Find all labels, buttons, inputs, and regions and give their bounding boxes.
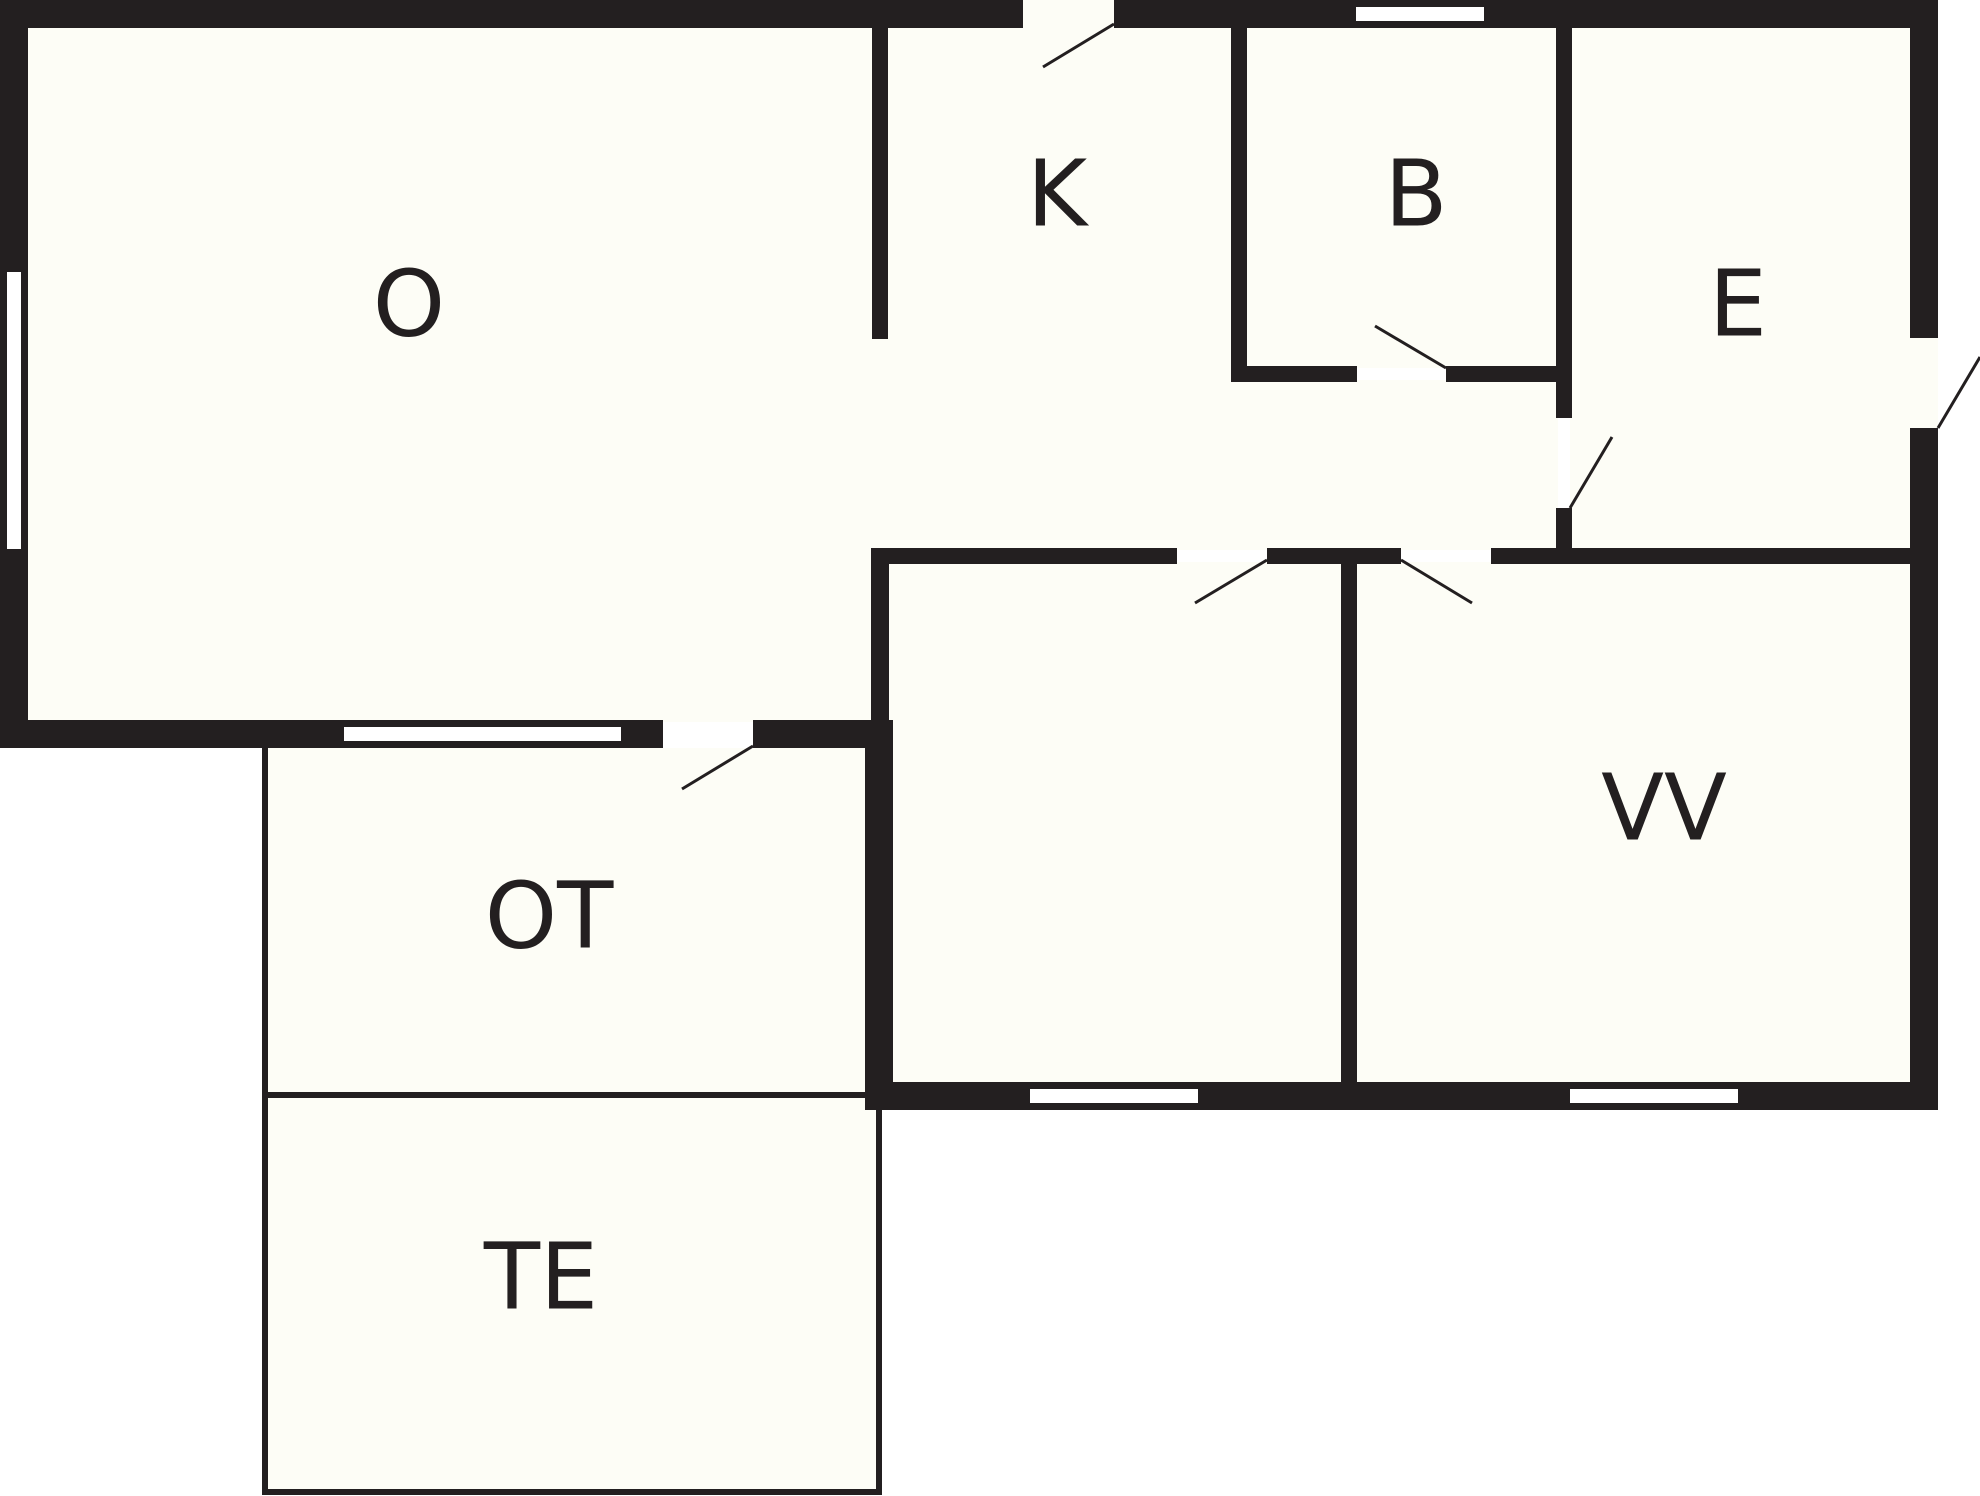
terrace-floor-area bbox=[265, 740, 880, 1495]
top-wall-left bbox=[0, 0, 1023, 28]
door-gap-bedroom1 bbox=[1177, 550, 1267, 562]
bath-bottom-wall-right bbox=[1446, 366, 1564, 382]
bedroom-left-wall bbox=[865, 720, 893, 1110]
room-labels: O K B E VV OT TE bbox=[373, 141, 1767, 1331]
door-gap-terrace bbox=[663, 722, 753, 748]
bath-left-wall bbox=[1231, 14, 1247, 382]
door-leaf-e-outer bbox=[1936, 356, 1980, 429]
room-label-b: B bbox=[1384, 141, 1447, 248]
door-gap-e bbox=[1558, 418, 1570, 508]
right-wall-upper bbox=[1910, 0, 1938, 338]
top-wall-right bbox=[1114, 0, 1938, 28]
door-leaf-entrance bbox=[1042, 22, 1115, 69]
bath-e-wall-lower bbox=[1556, 508, 1572, 564]
door-leaf-e-inner bbox=[1568, 436, 1614, 509]
bath-e-wall-upper bbox=[1556, 14, 1572, 418]
lobby-bedroom-stub bbox=[871, 548, 889, 730]
bedrooms-divider-wall bbox=[1341, 548, 1357, 1088]
bath-bottom-wall-left bbox=[1231, 366, 1357, 382]
window-living-bottom bbox=[344, 727, 621, 741]
bedroom-bottom-wall bbox=[865, 1082, 1938, 1110]
door-leaf-bedroom1 bbox=[1194, 558, 1268, 605]
window-left-wall bbox=[7, 272, 21, 549]
door-openings bbox=[663, 368, 1570, 748]
door-leaf-bedroom2 bbox=[1400, 558, 1473, 605]
windows bbox=[7, 7, 1738, 1103]
door-gap-bedroom2 bbox=[1401, 550, 1491, 562]
room-label-e: E bbox=[1709, 251, 1767, 358]
right-wall-lower bbox=[1910, 428, 1938, 1110]
kitchen-partition bbox=[872, 14, 888, 339]
door-gap-bath bbox=[1357, 368, 1446, 380]
room-label-te: TE bbox=[483, 1224, 598, 1331]
room-label-k: K bbox=[1027, 141, 1090, 248]
window-bedroom2-bottom bbox=[1570, 1089, 1738, 1103]
walls bbox=[0, 0, 1938, 1110]
bedrooms-top-wall-b bbox=[1267, 548, 1401, 564]
window-bath-top bbox=[1356, 7, 1484, 21]
room-label-ot: OT bbox=[485, 863, 614, 970]
room-label-o: O bbox=[373, 251, 445, 358]
bedrooms-top-wall-c bbox=[1491, 548, 1910, 564]
window-bedroom1-bottom bbox=[1030, 1089, 1198, 1103]
bedrooms-top-wall-a bbox=[871, 548, 1177, 564]
door-leaves bbox=[681, 22, 1980, 791]
terrace-walls bbox=[262, 748, 882, 1495]
door-leaf-bath bbox=[1374, 324, 1447, 370]
room-label-vv: VV bbox=[1601, 755, 1727, 862]
door-leaf-terrace bbox=[681, 744, 754, 791]
